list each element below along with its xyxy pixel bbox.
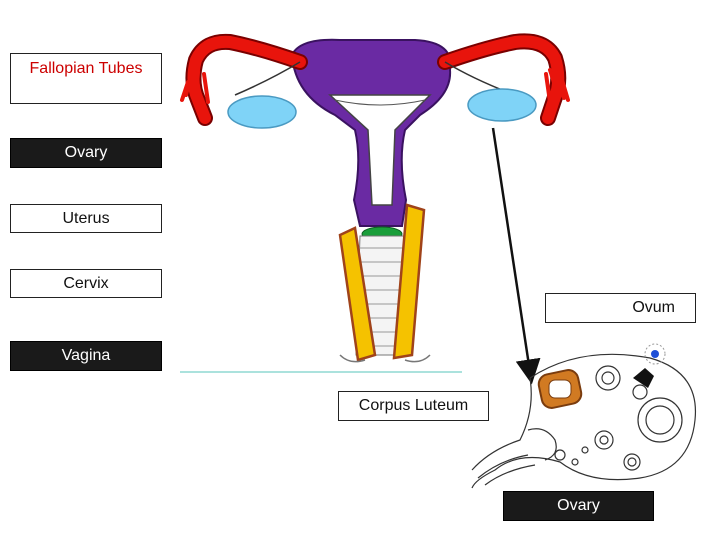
label-ovum: Ovum xyxy=(545,293,696,323)
vagina-shape xyxy=(338,203,431,363)
label-ovary-upper: Ovary xyxy=(10,138,162,168)
label-fallopian-tubes: Fallopian Tubes xyxy=(10,53,162,104)
label-vagina: Vagina xyxy=(10,341,162,371)
uterus-shape xyxy=(290,38,452,227)
ovary-right-shape xyxy=(467,88,537,122)
fallopian-tube-left xyxy=(180,33,308,126)
corpus-luteum-shape xyxy=(537,369,583,409)
label-corpus-luteum: Corpus Luteum xyxy=(338,391,489,421)
ovum-shape xyxy=(633,343,666,388)
zoom-arrow xyxy=(491,127,541,385)
label-uterus: Uterus xyxy=(10,204,162,233)
label-cervix: Cervix xyxy=(10,269,162,298)
ovary-cross-section xyxy=(471,353,697,489)
ovary-left-shape xyxy=(227,95,297,129)
label-ovary-lower: Ovary xyxy=(503,491,654,521)
